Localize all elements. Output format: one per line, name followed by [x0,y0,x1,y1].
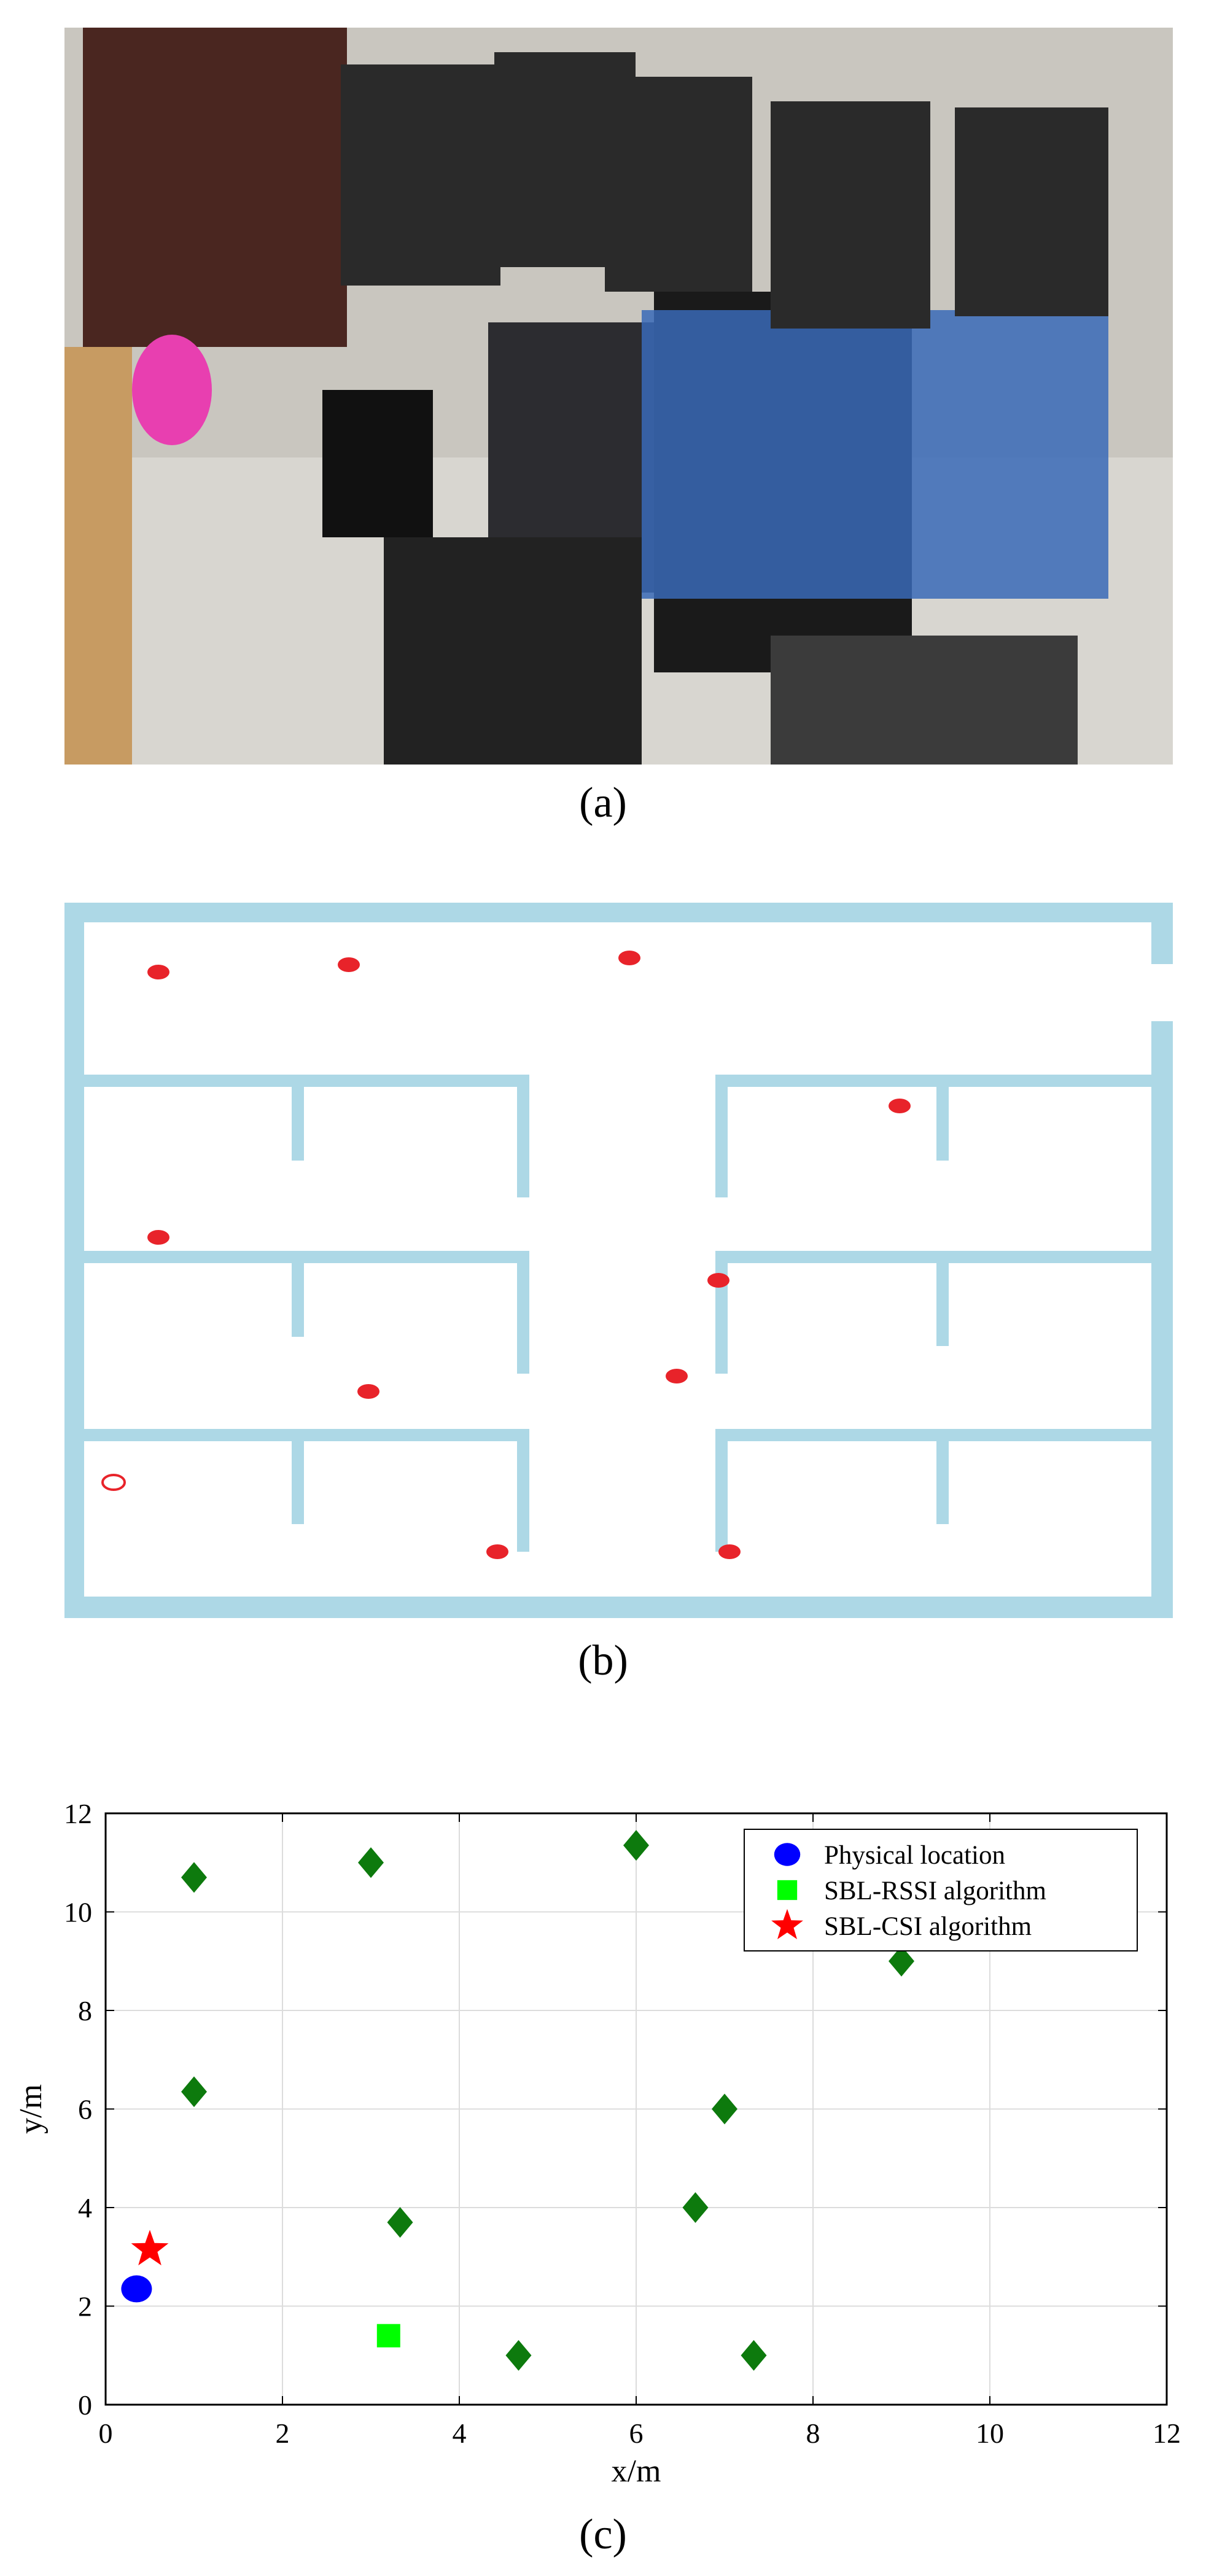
legend-box [744,1829,1138,1951]
y-tick-label: 12 [64,1798,92,1829]
x-tick-label: 12 [1153,2418,1181,2449]
x-tick-label: 10 [976,2418,1004,2449]
caption-c: (c) [579,2511,627,2558]
data-point-diamond [623,1830,649,1861]
floor-plan [64,903,1173,1618]
data-point-diamond [387,2207,413,2238]
floor-plan-markers [101,951,911,1559]
marker-point [889,1099,911,1113]
data-point-diamond [181,1862,207,1893]
x-tick-label: 6 [629,2418,644,2449]
data-point-diamond [181,2076,207,2107]
y-tick-label: 10 [64,1897,92,1928]
marker-point-hollow [101,1474,126,1491]
marker-point [147,965,169,979]
y-tick-label: 0 [78,2389,92,2421]
y-tick-label: 8 [78,1995,92,2026]
marker-point [486,1544,508,1559]
marker-point [666,1369,688,1383]
x-tick-label: 4 [453,2418,467,2449]
marker-point [718,1544,741,1559]
chart-marks [121,1830,914,2371]
data-point-square [376,2324,400,2348]
legend-entry-label: SBL-CSI algorithm [824,1912,1032,1941]
caption-a: (a) [579,779,627,827]
localization-scatter-chart: 0 2 4 6 8 10 12 0 2 4 6 8 10 12 x/m y/m Physical loca… [14,1798,1181,2489]
legend-marker-star [771,1909,803,1939]
marker-point [338,957,360,972]
legend-marker-circle [774,1843,801,1866]
data-point-diamond [358,1847,384,1878]
data-point-star [131,2230,169,2266]
x-axis-label: x/m [612,2454,661,2489]
legend-entry-label: Physical location [824,1841,1005,1870]
marker-point [357,1384,379,1399]
office-photo [64,28,1173,765]
data-point-circle [121,2275,152,2303]
chart-ticks: 0 2 4 6 8 10 12 0 2 4 6 8 10 12 [64,1798,1181,2449]
data-point-diamond [712,2093,737,2125]
marker-point [707,1273,729,1288]
y-axis-label: y/m [14,2084,49,2134]
caption-b: (b) [578,1637,628,1684]
x-tick-label: 2 [276,2418,290,2449]
x-tick-label: 8 [806,2418,820,2449]
marker-point [147,1230,169,1245]
legend-entry-label: SBL-RSSI algorithm [824,1877,1046,1905]
marker-point [618,951,640,965]
office-photo-drawing [64,28,1173,765]
y-tick-label: 2 [78,2291,92,2322]
data-point-diamond [741,2340,767,2371]
data-point-diamond [505,2340,532,2371]
floor-plan-walls [64,903,1173,1618]
data-point-diamond [682,2192,709,2223]
legend-marker-square [777,1880,798,1901]
data-point-diamond [889,1945,914,1977]
y-tick-label: 4 [78,2192,92,2224]
y-tick-label: 6 [78,2094,92,2125]
x-tick-label: 0 [99,2418,113,2449]
